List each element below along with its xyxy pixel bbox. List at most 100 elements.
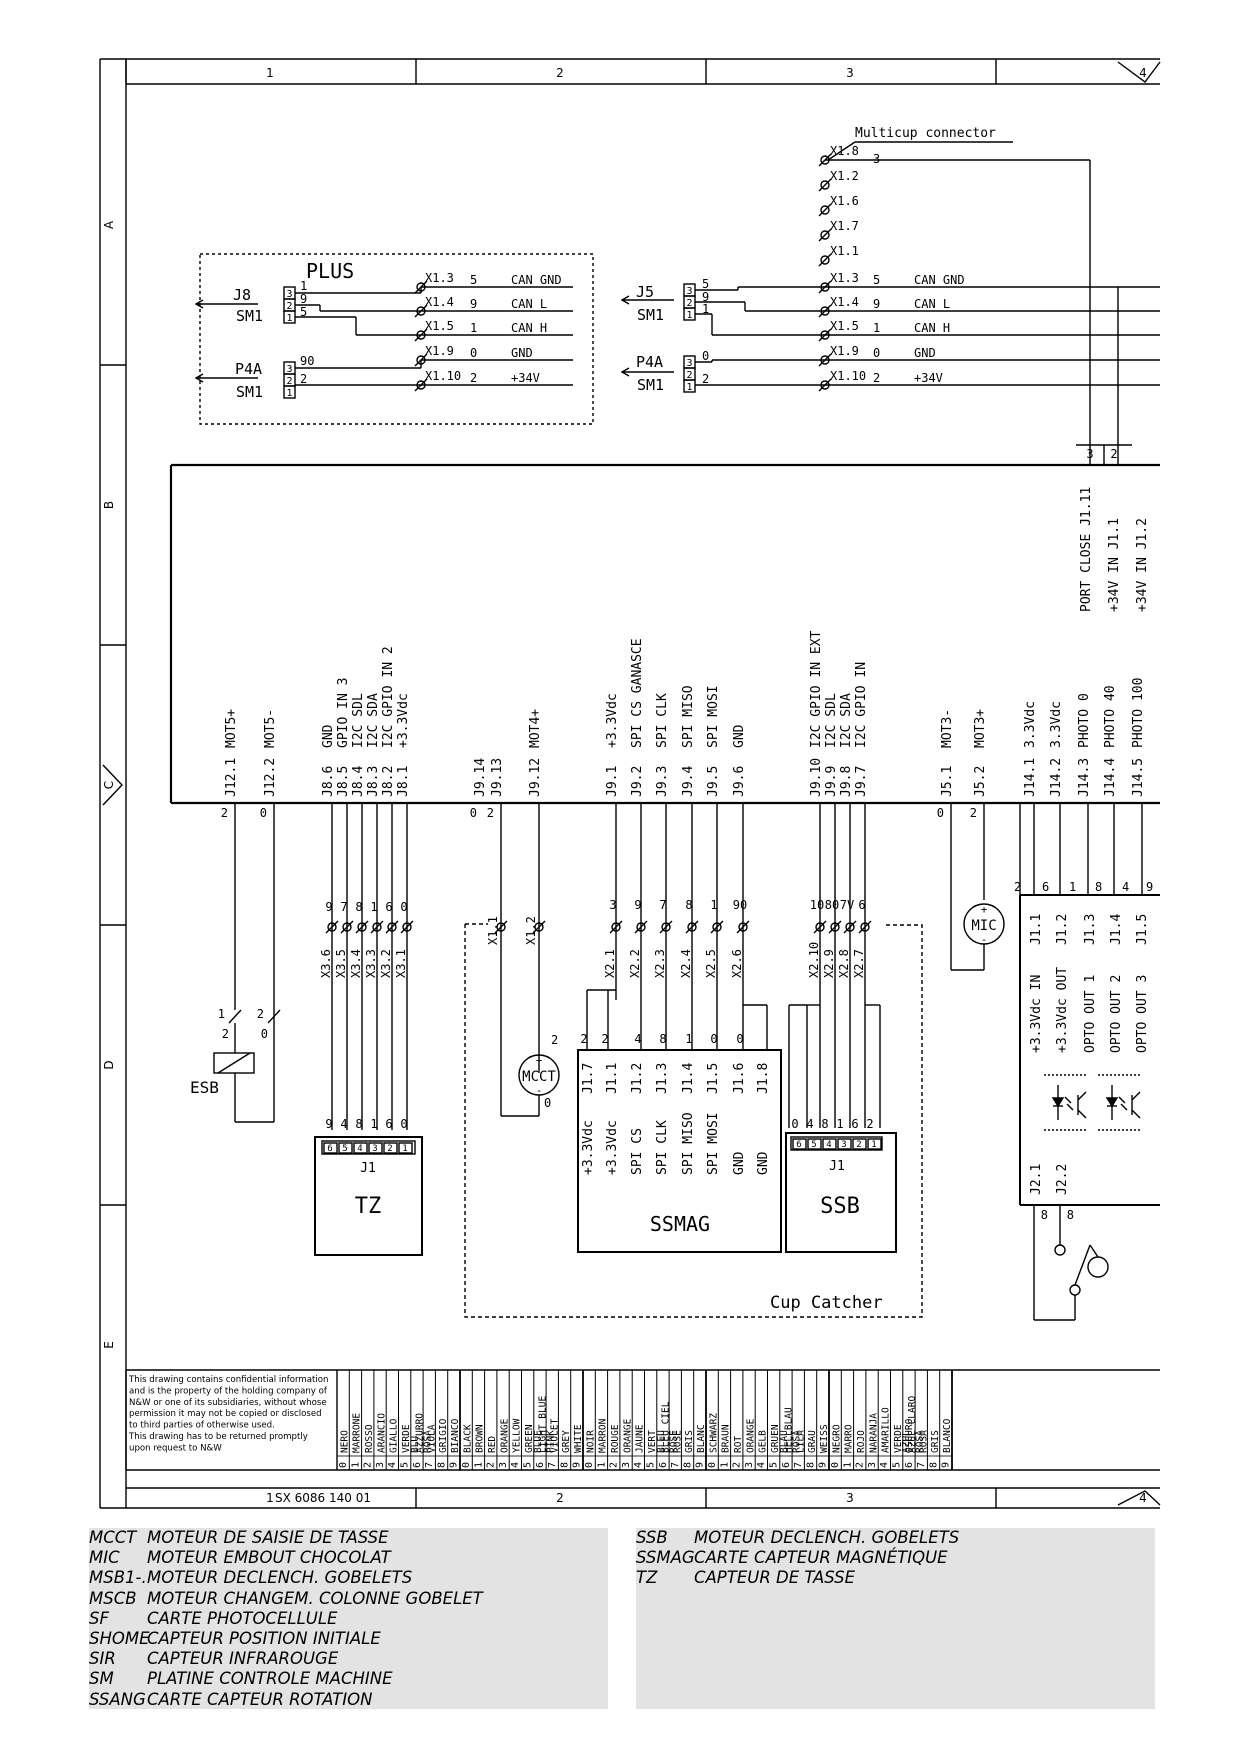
colour-code-name: GREY xyxy=(561,1430,572,1453)
esb-switch xyxy=(228,1009,242,1024)
colour-code-name: NARANJA xyxy=(868,1413,879,1453)
colour-code-name: ROSA xyxy=(919,1430,930,1453)
plus-wire-number: 1 xyxy=(470,321,477,335)
x2-terminal-label: X2.5 xyxy=(704,949,718,978)
tz-pin-label: 5 xyxy=(342,1144,347,1154)
terminal-slash xyxy=(370,920,384,934)
board-signal-label: I2C SDA xyxy=(366,693,381,748)
board-pin-label: J14.1 xyxy=(1023,758,1038,797)
plus-wire-signal: +34V xyxy=(511,371,540,385)
x3-wire-number: 7 xyxy=(340,900,347,914)
x3-terminal-label: X3.2 xyxy=(379,949,393,978)
ssb-wire-number: 4 xyxy=(806,1117,813,1131)
ssmag-pin-label: J1.3 xyxy=(655,1063,670,1094)
ssb-pin-box xyxy=(807,1138,822,1150)
ssb-pin-label: 6 xyxy=(796,1140,801,1150)
p4a-right-sub: SM1 xyxy=(637,376,664,394)
colour-code-name: VERT xyxy=(647,1430,658,1453)
plus-wire-number: 9 xyxy=(470,297,477,311)
colour-code-name: ROSA xyxy=(791,1430,802,1453)
tz-pin-label: 1 xyxy=(402,1144,407,1154)
x2b-terminal-label: X2.7 xyxy=(852,949,866,978)
colour-code-number: 2 xyxy=(609,1462,620,1468)
x2b-terminal-label: X2.9 xyxy=(822,949,836,978)
board-signal-label: MOT5+ xyxy=(224,709,239,748)
j8-pin-label: 1 xyxy=(286,313,292,324)
colour-code-number: 8 xyxy=(436,1462,447,1468)
multicup-terminal xyxy=(820,205,830,215)
x2-terminal-label: X2.4 xyxy=(679,949,693,978)
tz-wire-number: 0 xyxy=(400,1117,407,1131)
ssb-box xyxy=(785,1132,897,1253)
bus-wire-number: 0 xyxy=(873,346,880,360)
ssmag-signal-label: GND xyxy=(756,1151,771,1175)
colour-code-number: 4 xyxy=(879,1462,890,1468)
j5-arrow-head xyxy=(620,295,630,305)
board-pin-label: J12.1 xyxy=(224,758,239,797)
ssb-pin-label: 4 xyxy=(826,1140,831,1150)
p4a-right-label: P4A xyxy=(636,353,663,371)
multicup-title: Multicup connector xyxy=(855,126,996,141)
ssmag-signal-label: SPI MOSI xyxy=(706,1112,721,1175)
board-wire-number: 2 xyxy=(221,806,228,820)
row-label: D xyxy=(102,1060,116,1069)
terminal-slash xyxy=(385,920,399,934)
board-signal-label: PHOTO 0 xyxy=(1077,693,1092,748)
colour-code-name: BRAUN xyxy=(721,1424,732,1453)
legend-left-abbr: MSB1-. xyxy=(89,1568,147,1588)
bus-wire-signal: +34V xyxy=(914,371,943,385)
board-signal-label: GPIO IN 3 xyxy=(336,678,351,748)
x3-wire-number: 1 xyxy=(370,900,377,914)
colour-code-name: GRIGIO xyxy=(438,1418,449,1453)
board-wire-number: 2 xyxy=(970,806,977,820)
board-pin-label: J9.8 xyxy=(839,766,854,797)
x3-wire-number: 8 xyxy=(355,900,362,914)
terminal-slash xyxy=(400,920,414,934)
tz-wire-number: 8 xyxy=(355,1117,362,1131)
colour-code-name: GRUEN xyxy=(770,1424,781,1453)
colour-code-name: NEGRO xyxy=(831,1424,842,1453)
ssmag-signal-label: GND xyxy=(732,1151,747,1175)
board-signal-label: +3.3Vdc xyxy=(396,693,411,748)
plus-terminal-label: X1.9 xyxy=(425,344,454,358)
x1-terminal-label: X1.1 xyxy=(486,916,500,945)
colour-code-number: 9 xyxy=(449,1462,460,1468)
x2b-terminal-label: X2.10 xyxy=(807,942,821,978)
plus-terminal-label: X1.10 xyxy=(425,369,461,383)
j5-pin-label: 2 xyxy=(686,298,692,309)
board-signal-label: SPI MISO xyxy=(681,685,696,748)
colour-code-name: ORANGE xyxy=(499,1418,510,1453)
opto-bottom-label: J2.2 xyxy=(1055,1164,1070,1195)
colour-code-number: 3 xyxy=(375,1462,386,1468)
column-label: 3 xyxy=(846,66,854,80)
colour-code-name: BIANCO xyxy=(450,1418,461,1453)
bus-wire-signal: CAN GND xyxy=(914,273,965,287)
ssmag-wire-number: 0 xyxy=(710,1032,717,1046)
legend-left-desc: CAPTEUR POSITION INITIALE xyxy=(147,1628,381,1648)
legend-left-desc: CAPTEUR INFRAROUGE xyxy=(147,1649,339,1669)
board-signal-label: I2C SDL xyxy=(351,693,366,748)
x2-wire-number: 3 xyxy=(609,898,616,912)
p4a-pin-label: 1 xyxy=(286,388,292,399)
plus-terminal-label: X1.3 xyxy=(425,271,454,285)
board-pin-label: J9.12 xyxy=(528,758,543,797)
mic-name: MIC xyxy=(971,918,996,934)
board-top-right-label: PORT CLOSE J1.11 xyxy=(1079,487,1094,612)
ssb-pin-box xyxy=(822,1138,837,1150)
x2-terminal-label: X2.6 xyxy=(730,949,744,978)
p4a-label: P4A xyxy=(235,360,262,378)
p4a-right-pin-box xyxy=(683,379,696,393)
colour-code-name: ROSA xyxy=(914,1430,925,1453)
legend-left-abbr: MIC xyxy=(89,1548,120,1568)
j5-label: J5 xyxy=(636,283,654,301)
board-signal-label: SPI CLK xyxy=(655,693,670,748)
colour-code-name: NERO xyxy=(339,1430,350,1453)
confidentiality-text: permission it may not be copied or discl… xyxy=(129,1409,322,1419)
ssmag-wire-number: 2 xyxy=(601,1032,608,1046)
board-wire-number: 0 xyxy=(260,806,267,820)
colour-code-name: MARRON xyxy=(598,1418,609,1453)
